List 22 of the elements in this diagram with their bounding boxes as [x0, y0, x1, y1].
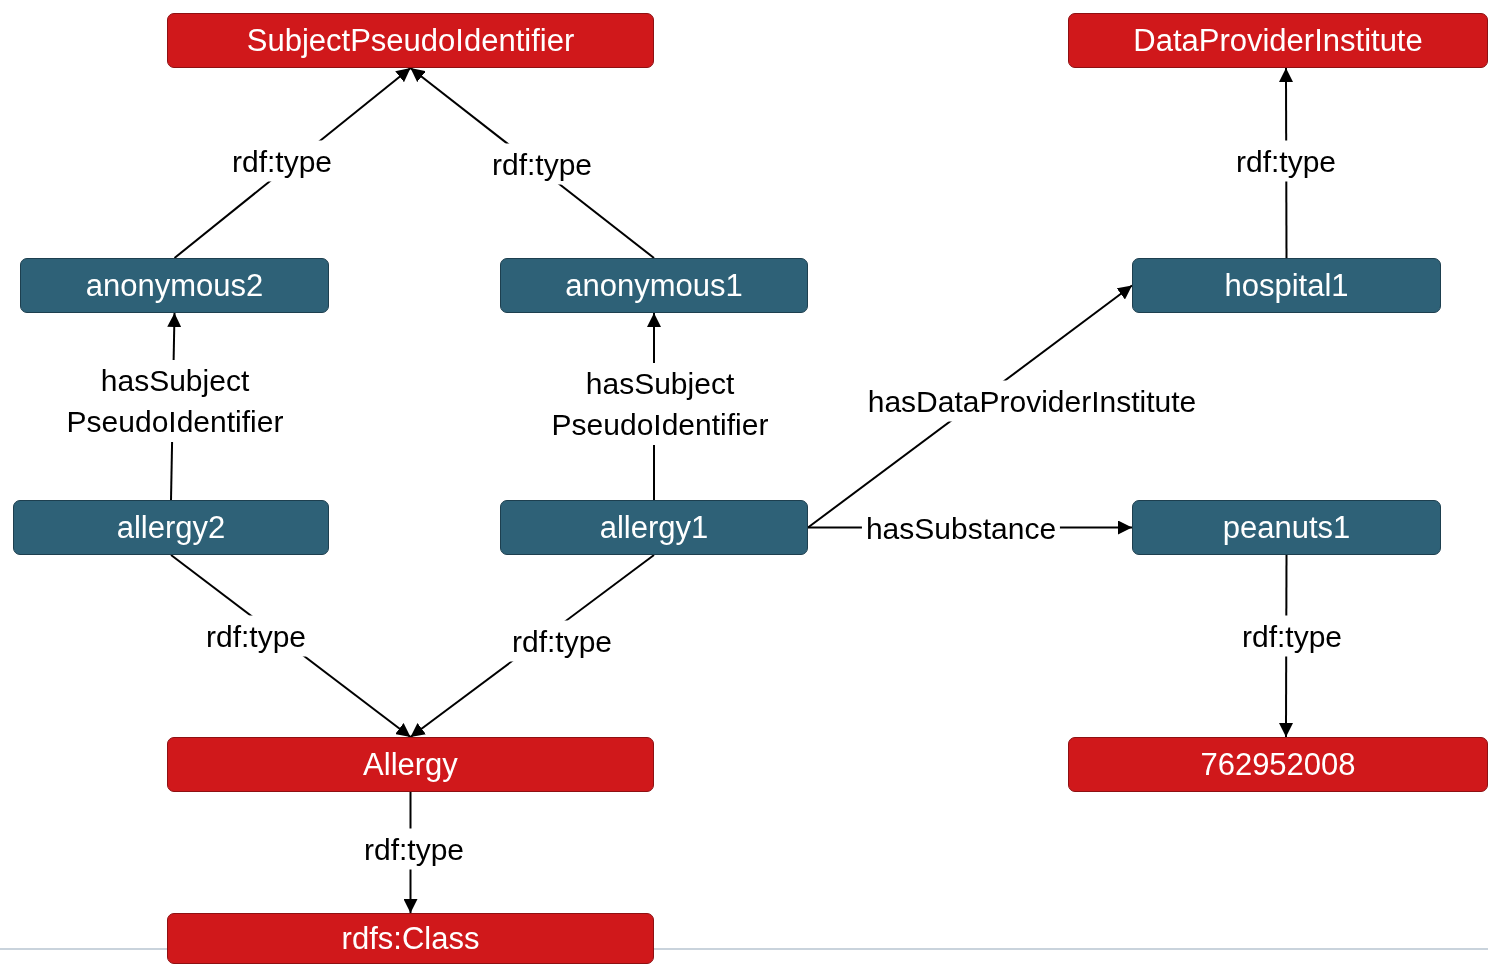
- node-label: 762952008: [1200, 746, 1356, 783]
- node-label: peanuts1: [1222, 509, 1351, 546]
- node-label: Allergy: [363, 746, 458, 783]
- node-label: hospital1: [1224, 267, 1349, 304]
- class-box: [167, 737, 654, 792]
- node-label: rdfs:Class: [341, 920, 480, 957]
- class-box: [1068, 13, 1488, 68]
- class-box: [167, 13, 654, 68]
- instance-box: [1132, 258, 1441, 313]
- node-label: anonymous2: [85, 267, 264, 304]
- node-label: allergy1: [599, 509, 709, 546]
- class-box: [167, 913, 654, 964]
- node-label: SubjectPseudoIdentifier: [246, 22, 575, 59]
- class-box: [1068, 737, 1488, 792]
- instance-box: [13, 500, 329, 555]
- node-label: DataProviderInstitute: [1133, 22, 1423, 59]
- instance-box: [500, 258, 808, 313]
- instance-box: [500, 500, 808, 555]
- instance-box: [20, 258, 329, 313]
- node-label: anonymous1: [565, 267, 743, 304]
- node-label: allergy2: [116, 509, 226, 546]
- instance-box: [1132, 500, 1441, 555]
